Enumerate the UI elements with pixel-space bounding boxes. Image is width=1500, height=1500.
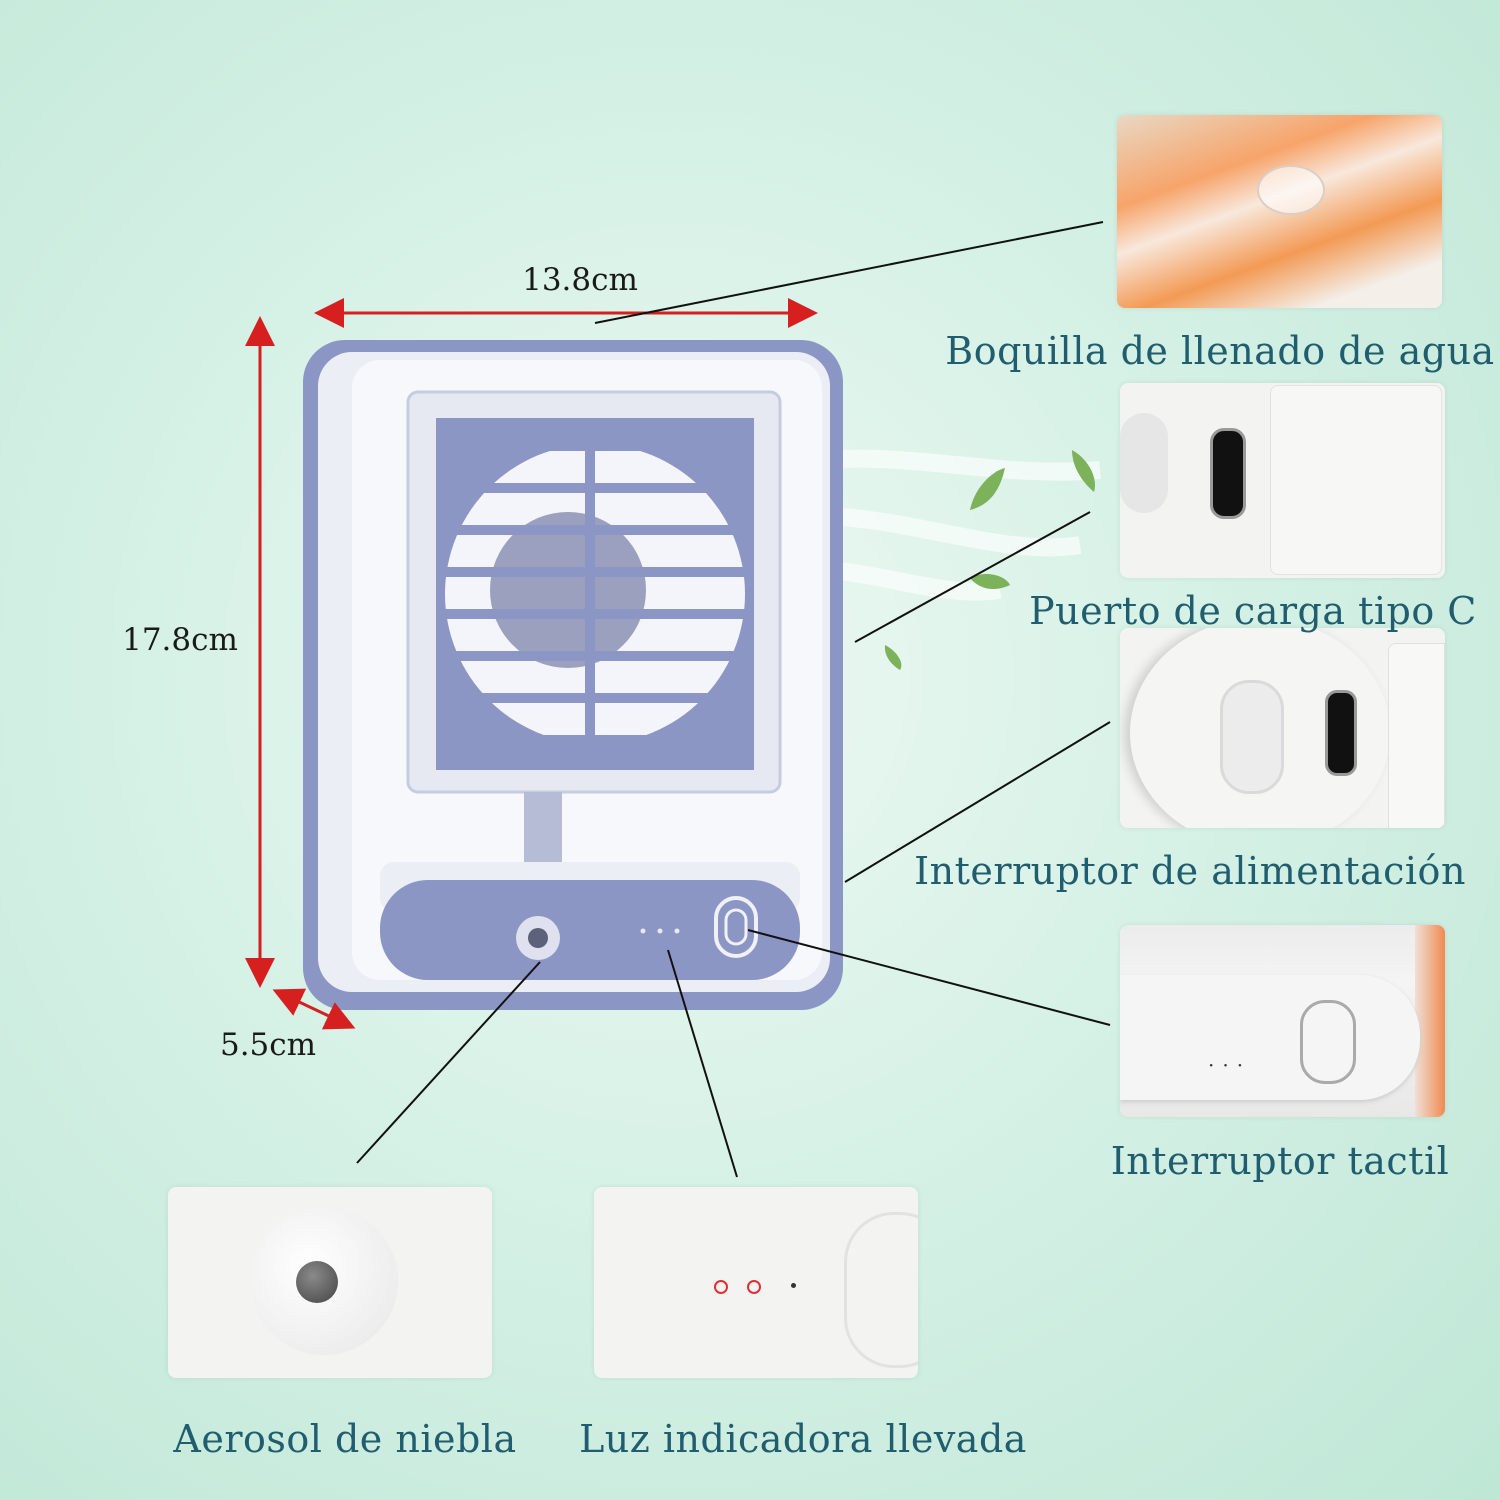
label-mist-nozzle: Aerosol de niebla [173,1417,517,1461]
label-touch-switch: Interruptor tactil [1110,1139,1450,1183]
label-power-switch: Interruptor de alimentación [914,849,1466,893]
usb-c-port-icon [1325,690,1357,776]
label-led-indicator: Luz indicadora llevada [579,1417,1027,1461]
usb-c-port-icon [1210,428,1246,519]
inset-power-switch [1120,628,1445,828]
led-dots-icon [640,928,680,934]
label-usb-c-port: Puerto de carga tipo C [1029,589,1477,633]
inset-touch-switch: ··· [1120,925,1445,1117]
switch-knob-icon [1120,413,1168,513]
water-fill-nozzle-icon [1257,165,1325,215]
touch-switch-icon [1300,1000,1356,1084]
inset-led-indicator [594,1187,918,1378]
mist-nozzle-icon [296,1261,338,1303]
inset-usb-c-port [1120,383,1445,578]
led-indicator-icon [714,1280,728,1294]
dimension-arrows [245,298,818,1030]
inset-water-fill-nozzle [1117,115,1442,308]
fan-body [303,340,843,1010]
leaf-icons [884,450,1096,670]
width-dimension-label: 13.8cm [522,262,638,298]
height-dimension-label: 17.8cm [122,622,238,658]
depth-dimension-label: 5.5cm [219,1027,317,1063]
inset-mist-nozzle [168,1187,492,1378]
label-water-fill-nozzle: Boquilla de llenado de agua [945,329,1495,373]
touch-switch-icon [714,896,758,958]
power-switch-icon [1220,680,1284,794]
leader-lines [356,221,1111,1178]
